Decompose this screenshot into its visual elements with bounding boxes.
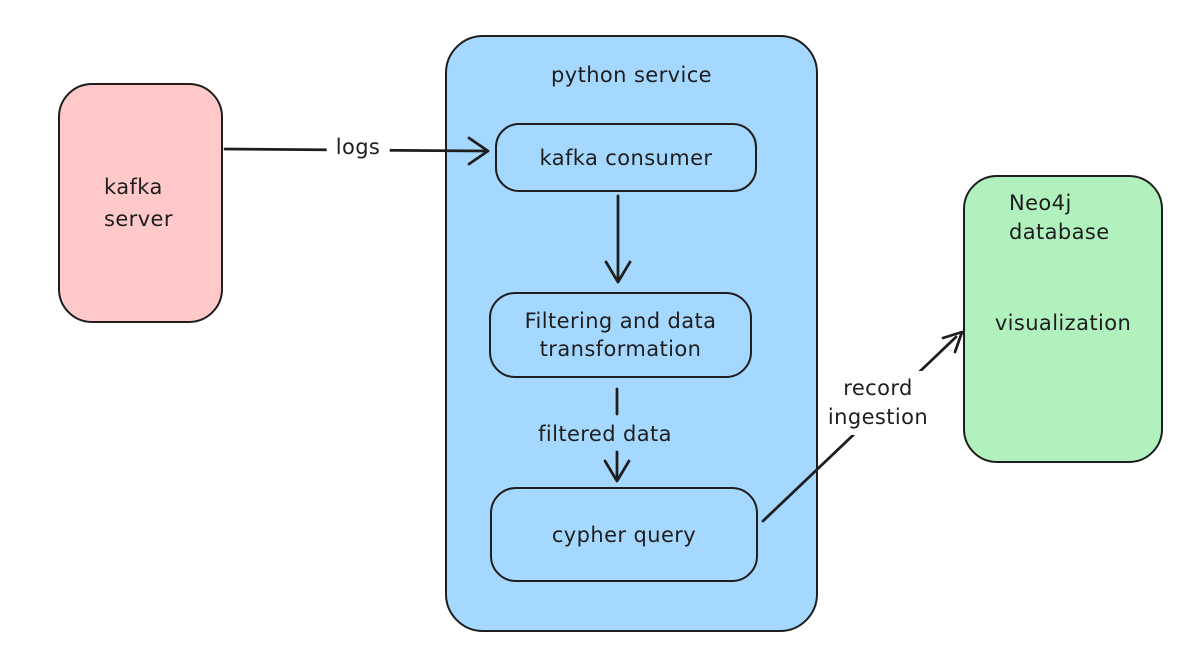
kafka-consumer-label: kafka consumer: [539, 145, 713, 170]
node-kafka-consumer: kafka consumer: [495, 123, 757, 192]
python-service-title: python service: [551, 63, 712, 87]
filtering-label-line1: Filtering and data: [524, 309, 717, 333]
edge-label-logs: logs: [326, 133, 390, 161]
record-ingestion-line2: ingestion: [827, 405, 929, 429]
edge-label-record-ingestion: record ingestion: [819, 371, 937, 435]
kafka-server-label-line2: server: [104, 207, 173, 231]
neo4j-title-line2: database: [1009, 220, 1110, 244]
node-neo4j-database: Neo4j database visualization: [963, 175, 1163, 463]
node-filtering-transformation: Filtering and data transformation: [489, 292, 752, 378]
edge-record-ingestion-arrowhead: [941, 330, 964, 354]
filtering-label-line2: transformation: [539, 337, 702, 361]
neo4j-visualization-label: visualization: [994, 311, 1132, 335]
cypher-query-label: cypher query: [551, 522, 697, 547]
edge-label-filtered-data: filtered data: [530, 418, 680, 450]
kafka-server-label-line1: kafka: [104, 175, 163, 199]
neo4j-title-line1: Neo4j: [1009, 191, 1072, 215]
node-cypher-query: cypher query: [490, 487, 758, 582]
kafka-server-label: kafka server: [60, 171, 221, 235]
record-ingestion-line1: record: [843, 376, 913, 400]
node-kafka-server: kafka server: [58, 83, 223, 323]
neo4j-title: Neo4j database: [965, 177, 1161, 247]
